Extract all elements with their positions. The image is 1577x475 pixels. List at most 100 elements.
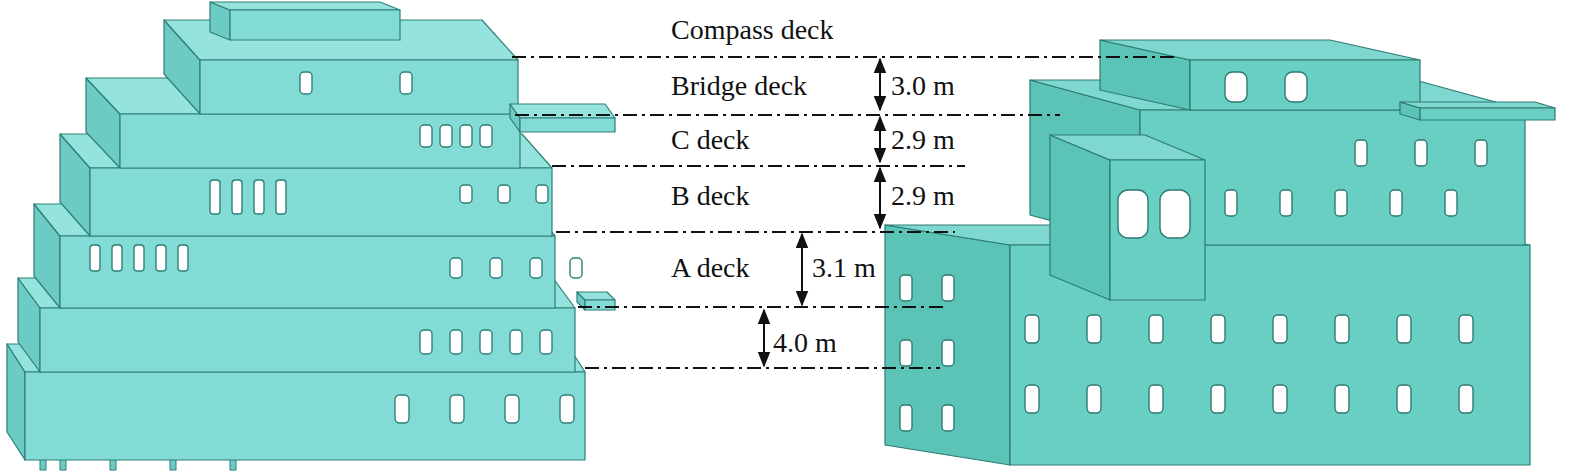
deck-level-line: [552, 165, 965, 167]
deck-level-line: [556, 231, 955, 233]
open-frame-block-side: [1050, 135, 1110, 300]
window: [276, 180, 286, 214]
window: [1335, 315, 1349, 343]
compass-deck-structure-top: [210, 2, 400, 10]
dimension-arrow: [801, 234, 803, 305]
window: [942, 340, 954, 366]
window: [1149, 315, 1163, 343]
window: [1025, 385, 1039, 413]
deck-level-line: [512, 56, 1175, 58]
window: [1273, 385, 1287, 413]
dimension-arrow: [879, 59, 881, 110]
window: [1335, 190, 1347, 216]
window: [460, 125, 472, 147]
window: [1397, 385, 1411, 413]
window: [254, 180, 264, 214]
window: [942, 275, 954, 301]
top-deck-house-front: [1190, 60, 1420, 110]
open-frame-block-top: [1050, 135, 1205, 160]
bridge-deck-house-front: [120, 114, 520, 168]
window: [450, 395, 464, 423]
window: [420, 125, 432, 147]
window: [232, 180, 242, 214]
window: [90, 245, 100, 271]
deck-name: Compass deck: [669, 15, 836, 46]
bridge-wing-front: [520, 118, 615, 132]
window: [178, 245, 188, 271]
deck-height: 4.0 m: [771, 328, 839, 359]
bridge-wing-top: [1400, 102, 1555, 108]
window: [112, 245, 122, 271]
window: [460, 185, 472, 203]
deck-overhang-top: [577, 292, 615, 300]
window: [1459, 385, 1473, 413]
open-frame-block-front: [1110, 160, 1205, 300]
window: [1285, 72, 1307, 102]
window: [1459, 315, 1473, 343]
window: [1160, 190, 1190, 238]
window: [1280, 190, 1292, 216]
window: [1475, 140, 1487, 166]
lower-block-side: [885, 225, 1010, 465]
window: [1225, 190, 1237, 216]
window: [1355, 140, 1367, 166]
window: [1397, 315, 1411, 343]
dimension-arrow: [763, 310, 765, 366]
wheelhouse-front: [200, 60, 518, 114]
window: [900, 405, 912, 431]
b-deck-house-front: [60, 236, 555, 308]
window: [480, 330, 492, 354]
window: [490, 258, 502, 278]
bridge-wing-front: [1420, 108, 1555, 120]
top-deck-house-top: [1100, 40, 1420, 60]
compass-deck-structure-front: [230, 10, 400, 40]
dimension-arrow: [879, 168, 881, 228]
window: [560, 395, 574, 423]
window: [942, 405, 954, 431]
window: [1211, 315, 1225, 343]
dimension-arrow: [879, 117, 881, 162]
window: [156, 245, 166, 271]
window: [134, 245, 144, 271]
window: [1118, 190, 1148, 238]
window: [480, 125, 492, 147]
window: [900, 275, 912, 301]
window: [1445, 190, 1457, 216]
window: [536, 185, 548, 203]
window: [395, 395, 409, 423]
window: [1025, 315, 1039, 343]
deck-height: 2.9 m: [889, 181, 957, 212]
window: [400, 72, 412, 94]
deck-height: 3.0 m: [889, 71, 957, 102]
window: [440, 125, 452, 147]
c-deck-house-front: [90, 168, 552, 236]
window: [1087, 315, 1101, 343]
deck-height: 3.1 m: [810, 253, 878, 284]
window: [900, 340, 912, 366]
window: [530, 258, 542, 278]
deck-name: C deck: [669, 125, 752, 156]
window: [540, 330, 552, 354]
window: [1087, 385, 1101, 413]
deck-level-line: [515, 114, 1060, 116]
window: [300, 72, 312, 94]
deck-overhang-front: [585, 300, 615, 310]
deck-level-line: [585, 367, 940, 369]
window: [420, 330, 432, 354]
window: [450, 330, 462, 354]
window: [1273, 315, 1287, 343]
deck-height: 2.9 m: [889, 125, 957, 156]
window: [505, 395, 519, 423]
window: [210, 180, 220, 214]
window: [1390, 190, 1402, 216]
deck-name: B deck: [669, 181, 752, 212]
window: [510, 330, 522, 354]
window: [570, 258, 582, 278]
main-deck-house-front: [25, 372, 585, 460]
window: [1211, 385, 1225, 413]
deck-level-line: [578, 306, 945, 308]
window: [1149, 385, 1163, 413]
window: [450, 258, 462, 278]
a-deck-house-front: [40, 308, 575, 372]
